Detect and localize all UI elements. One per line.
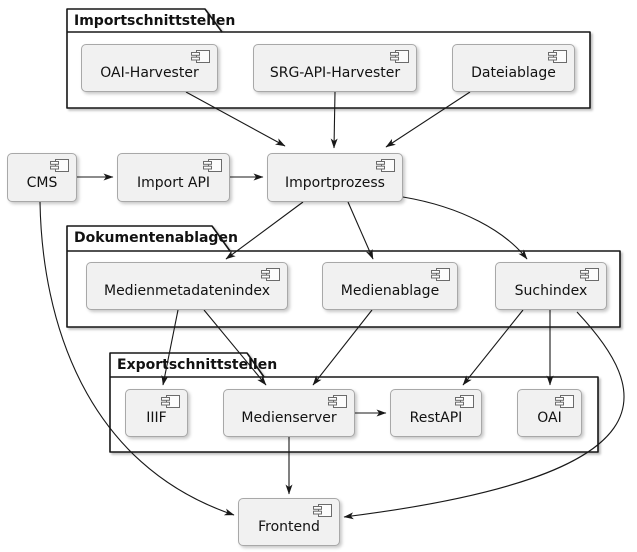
component-suchindex: Suchindex: [495, 262, 607, 310]
edge-medienmetadatenindex-to-medienserver: [203, 309, 267, 386]
component-label: Medienmetadatenindex: [103, 283, 271, 299]
component-icon: [313, 504, 332, 517]
component-label: Import API: [136, 174, 211, 191]
component-importprozess: Importprozess: [267, 153, 403, 202]
component-medienmetadatenindex: Medienmetadatenindex: [86, 262, 288, 310]
component-icon: [555, 395, 574, 408]
package-title-dokumentenablagen: Dokumentenablagen: [74, 230, 238, 246]
component-label: OAI: [537, 410, 562, 426]
component-srg-api-harvester: SRG-API-Harvester: [253, 44, 417, 92]
component-import-api: Import API: [117, 153, 230, 202]
component-medienserver: Medienserver: [223, 389, 355, 437]
component-cms: CMS: [7, 153, 77, 202]
component-label: IIIF: [146, 410, 167, 426]
component-icon: [580, 268, 599, 281]
component-medienablage: Medienablage: [322, 262, 458, 310]
edge-srg-api-harvester-to-importprozess: [330, 91, 338, 149]
component-icon: [376, 159, 395, 172]
edge-importprozess-to-suchindex: [402, 196, 528, 260]
component-icon: [50, 159, 69, 172]
component-icon: [431, 268, 450, 281]
edge-suchindex-to-frontend: [343, 311, 625, 520]
component-icon: [390, 50, 409, 63]
edge-dateiablage-to-importprozess: [385, 91, 471, 148]
component-label: Suchindex: [514, 283, 588, 299]
package-title-importschnittstellen: Importschnittstellen: [74, 13, 236, 29]
edge-medienmetadatenindex-to-iiif: [161, 309, 179, 386]
edge-medienablage-to-medienserver: [312, 309, 373, 386]
component-icon: [161, 395, 180, 408]
component-dateiablage: Dateiablage: [452, 44, 575, 92]
component-label: RestAPI: [409, 410, 463, 426]
edge-importprozess-to-medienmetadatenindex: [225, 201, 304, 260]
edge-cms-to-frontend: [39, 201, 235, 516]
component-oai-harvester: OAI-Harvester: [81, 44, 218, 92]
component-label: Importprozess: [285, 174, 385, 191]
component-frontend: Frontend: [238, 498, 340, 546]
component-icon: [261, 268, 280, 281]
component-icon: [328, 395, 347, 408]
component-label: CMS: [26, 174, 58, 191]
edge-importprozess-to-medienablage: [347, 201, 374, 260]
edge-suchindex-to-restapi: [462, 309, 524, 386]
component-icon: [191, 50, 210, 63]
component-label: Frontend: [258, 519, 320, 535]
package-title-exportschnittstellen: Exportschnittstellen: [117, 357, 278, 373]
component-icon: [203, 159, 222, 172]
component-oai: OAI: [517, 389, 582, 437]
component-label: Medienablage: [340, 283, 440, 299]
component-icon: [548, 50, 567, 63]
component-label: SRG-API-Harvester: [269, 65, 401, 81]
component-label: OAI-Harvester: [100, 65, 199, 81]
component-restapi: RestAPI: [390, 389, 482, 437]
component-iiif: IIIF: [125, 389, 188, 437]
component-label: Dateiablage: [471, 65, 556, 81]
component-icon: [455, 395, 474, 408]
edge-oai-harvester-to-importprozess: [185, 91, 286, 147]
component-label: Medienserver: [241, 410, 337, 426]
